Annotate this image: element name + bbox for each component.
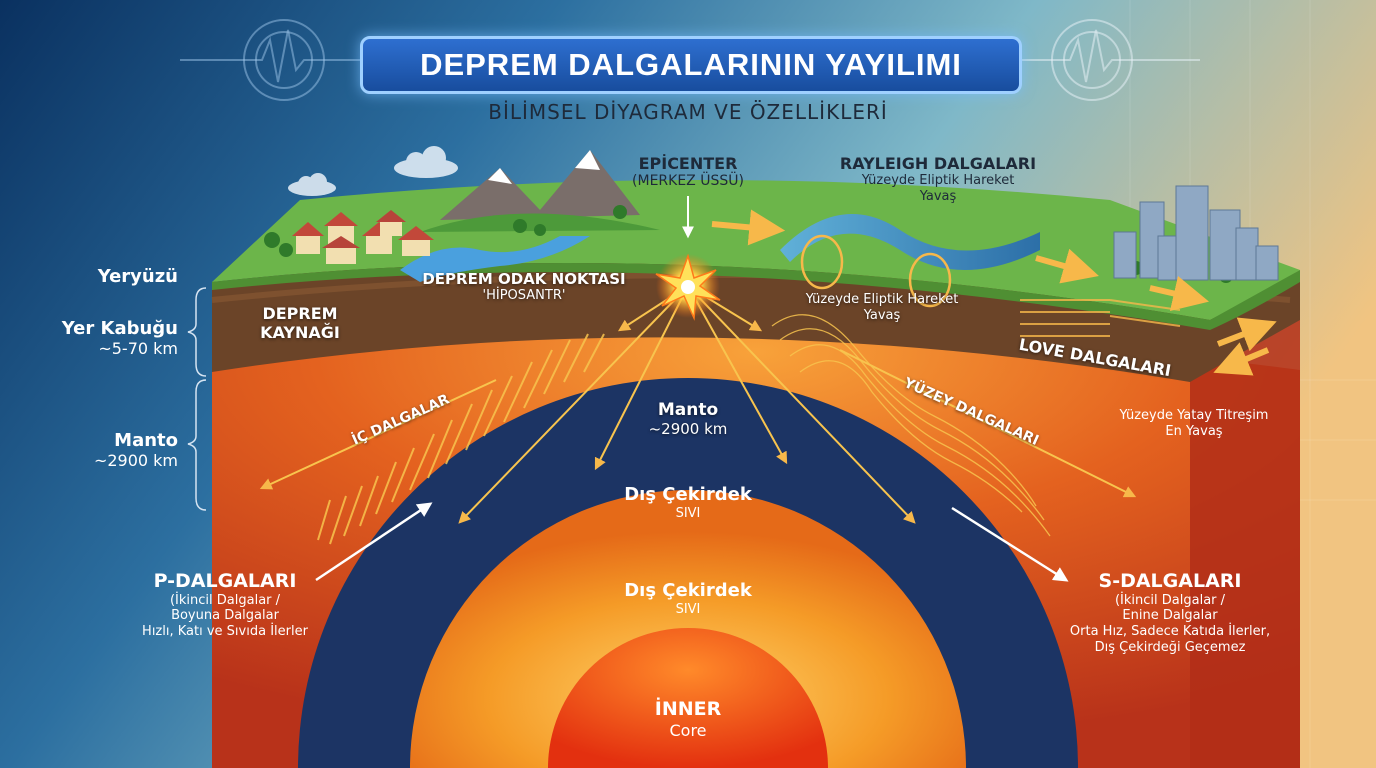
mantle-side-title: Manto: [114, 430, 178, 451]
outer-core-2-title: Dış Çekirdek: [624, 580, 752, 601]
rayleigh-wave-band: [780, 214, 1040, 270]
slab-side-face: [1190, 280, 1300, 768]
outer-core-label-1: Dış Çekirdek SIVI: [588, 484, 788, 521]
s-waves-sub3: Orta Hız, Sadece Katıda İlerler,: [1069, 623, 1271, 639]
source-line1: DEPREM: [262, 304, 338, 323]
crust-label-depth: ~5-70 km: [98, 339, 178, 358]
mantle-side-label: Manto ~2900 km: [40, 430, 178, 470]
crust-label: Yer Kabuğu ~5-70 km: [40, 318, 178, 358]
cloud-icon: [288, 173, 336, 196]
focus-label: DEPREM ODAK NOKTASI 'HİPOSANTR': [400, 270, 648, 304]
rayleigh-inner-label: Yüzeyde Eliptik Hareket Yavaş: [782, 292, 982, 323]
depth-braces: [187, 287, 207, 511]
p-waves-sub2: Boyuna Dalgalar: [171, 608, 279, 624]
surface-label-text: Yeryüzü: [97, 266, 178, 287]
mountain-icon: [420, 150, 660, 232]
surface-label: Yeryüzü: [60, 266, 178, 287]
focus-sub: 'HİPOSANTR': [482, 288, 566, 303]
page-subtitle: BİLİMSEL DİYAGRAM VE ÖZELLİKLERİ: [488, 100, 888, 124]
outer-core-2-sub: SIVI: [675, 601, 701, 617]
p-waves-sub1: (İkincil Dalgalar /: [169, 592, 281, 608]
mantle-center-title: Manto: [657, 400, 719, 420]
love-wave-lines: [1020, 299, 1181, 337]
s-waves-sub2: Enine Dalgalar: [1122, 608, 1218, 624]
rayleigh-inner-line2: Yavaş: [863, 307, 901, 323]
rayleigh-sub1: Yüzeyde Eliptik Hareket: [861, 173, 1015, 189]
seismograph-icon: [180, 19, 380, 101]
p-waves-sub3: Hızlı, Katı ve Sıvıda İlerler: [142, 623, 308, 639]
s-waves-sub4: Dış Çekirdeği Geçemez: [1094, 639, 1246, 655]
s-waves-sub1: (İkincil Dalgalar /: [1114, 592, 1226, 608]
source-label: DEPREM KAYNAĞI: [240, 304, 360, 342]
p-waves-label: P-DALGALARI (İkincil Dalgalar / Boyuna D…: [110, 570, 340, 640]
epicenter-title: EPİCENTER: [638, 154, 738, 173]
inner-core-sub: Core: [669, 720, 707, 740]
rayleigh-inner-line1: Yüzeyde Eliptik Hareket: [805, 292, 959, 307]
epicenter-sub: (MERKEZ ÜSSÜ): [632, 173, 744, 190]
outer-core-1-title: Dış Çekirdek: [624, 484, 752, 505]
mantle-center-sub: ~2900 km: [648, 420, 728, 439]
outer-core-label-2: Dış Çekirdek SIVI: [588, 580, 788, 617]
p-wave-arrow: [315, 502, 433, 582]
cloud-icon: [394, 146, 458, 178]
p-wave-band: [317, 333, 605, 545]
p-waves-title: P-DALGALARI: [153, 570, 297, 592]
crust-label-title: Yer Kabuğu: [61, 318, 178, 339]
source-line2: KAYNAĞI: [260, 323, 340, 343]
outer-core-1-sub: SIVI: [675, 505, 701, 521]
love-sub1: Yüzeyde Yatay Titreşim: [1119, 408, 1269, 423]
love-desc-label: Yüzeyde Yatay Titreşim En Yavaş: [1096, 408, 1292, 439]
river: [400, 236, 590, 282]
inner-core-shape: [548, 628, 828, 768]
rayleigh-label: RAYLEIGH DALGALARI Yüzeyde Eliptik Harek…: [820, 154, 1056, 204]
s-wave-arrow: [951, 506, 1069, 582]
epicenter-label: EPİCENTER (MERKEZ ÜSSÜ): [600, 154, 776, 190]
s-waves-title: S-DALGALARI: [1098, 570, 1242, 592]
explosion-icon: [655, 253, 721, 321]
mantle-center-label: Manto ~2900 km: [626, 400, 750, 438]
seismograph-icon: [990, 19, 1200, 101]
inner-core-label: İNNER Core: [628, 698, 748, 740]
mantle-side-depth: ~2900 km: [93, 451, 178, 470]
s-wave-band: [771, 314, 1051, 537]
elliptical-motion-icon: [800, 234, 952, 308]
title-banner: DEPREM DALGALARININ YAYILIMI: [360, 36, 1022, 94]
rayleigh-sub2: Yavaş: [919, 188, 957, 204]
rayleigh-title: RAYLEIGH DALGALARI: [839, 154, 1037, 173]
love-sub2: En Yavaş: [1165, 423, 1223, 439]
s-waves-label: S-DALGALARI (İkincil Dalgalar / Enine Da…: [1050, 570, 1290, 655]
surface-arrows: [711, 209, 1277, 376]
inner-core-title: İNNER: [654, 698, 722, 720]
focus-title: DEPREM ODAK NOKTASI: [422, 270, 626, 288]
house-icon: [292, 210, 434, 264]
page-title: DEPREM DALGALARININ YAYILIMI: [420, 47, 962, 82]
